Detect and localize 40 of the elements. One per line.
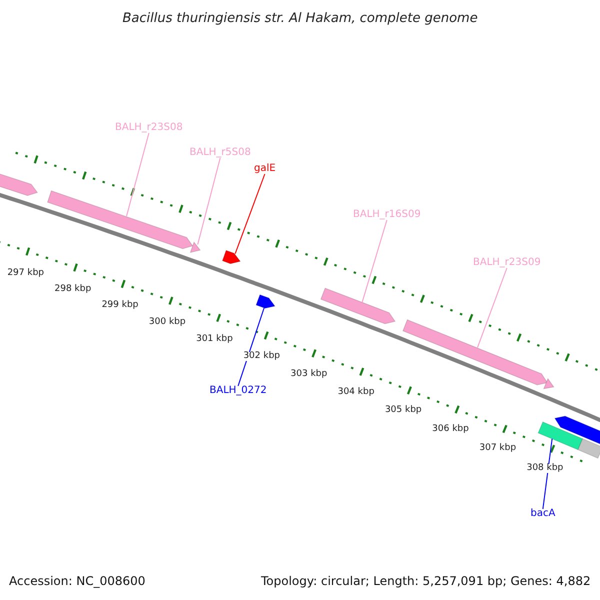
scale-label: 308 kbp	[526, 464, 564, 473]
scale-label: 297 kbp	[7, 269, 44, 278]
gene-label: BALH_r23S09	[473, 258, 541, 268]
gene-feature	[47, 190, 194, 250]
gene-feature	[538, 421, 584, 450]
gene-feature	[190, 241, 201, 254]
gene-feature	[0, 172, 38, 196]
leader-line	[362, 220, 388, 303]
gene-label: BALH_r16S09	[353, 210, 421, 220]
scale-label: 304 kbp	[338, 388, 374, 397]
leader-line	[238, 307, 265, 386]
leader-line	[234, 174, 266, 254]
gene-label: galE	[254, 164, 276, 174]
scale-label: 306 kbp	[432, 425, 469, 434]
gene-feature	[256, 294, 276, 309]
gene-feature	[543, 378, 554, 390]
leader-line	[542, 438, 553, 510]
scale-label: 307 kbp	[479, 444, 516, 454]
summary-text: Topology: circular; Length: 5,257,091 bp; Genes: 4,882	[261, 575, 591, 587]
leader-line	[477, 268, 508, 348]
gene-feature	[554, 416, 600, 446]
gene-feature	[320, 288, 396, 324]
gene-label: BALH_r5S08	[190, 148, 251, 158]
scale-label: 301 kbp	[196, 334, 233, 344]
gene-label: bacA	[530, 509, 556, 519]
leader-line	[126, 132, 150, 217]
scale-label: 298 kbp	[54, 284, 92, 294]
gene-label: BALH_r23S08	[115, 123, 183, 133]
accession-text: Accession: NC_008600	[9, 575, 146, 587]
gene-feature	[577, 438, 600, 459]
scale-label: 305 kbp	[384, 406, 422, 416]
title: Bacillus thuringiensis str. Al Hakam, complete genome	[122, 12, 478, 24]
scale-label: 300 kbp	[148, 318, 186, 327]
leader-line	[197, 158, 221, 245]
gene-feature	[222, 250, 241, 264]
scale-label: 299 kbp	[102, 301, 138, 310]
gene-label: BALH_0272	[210, 386, 267, 396]
gene-feature	[402, 319, 548, 386]
scale-label: 303 kbp	[290, 370, 328, 379]
scale-label: 302 kbp	[243, 352, 280, 362]
